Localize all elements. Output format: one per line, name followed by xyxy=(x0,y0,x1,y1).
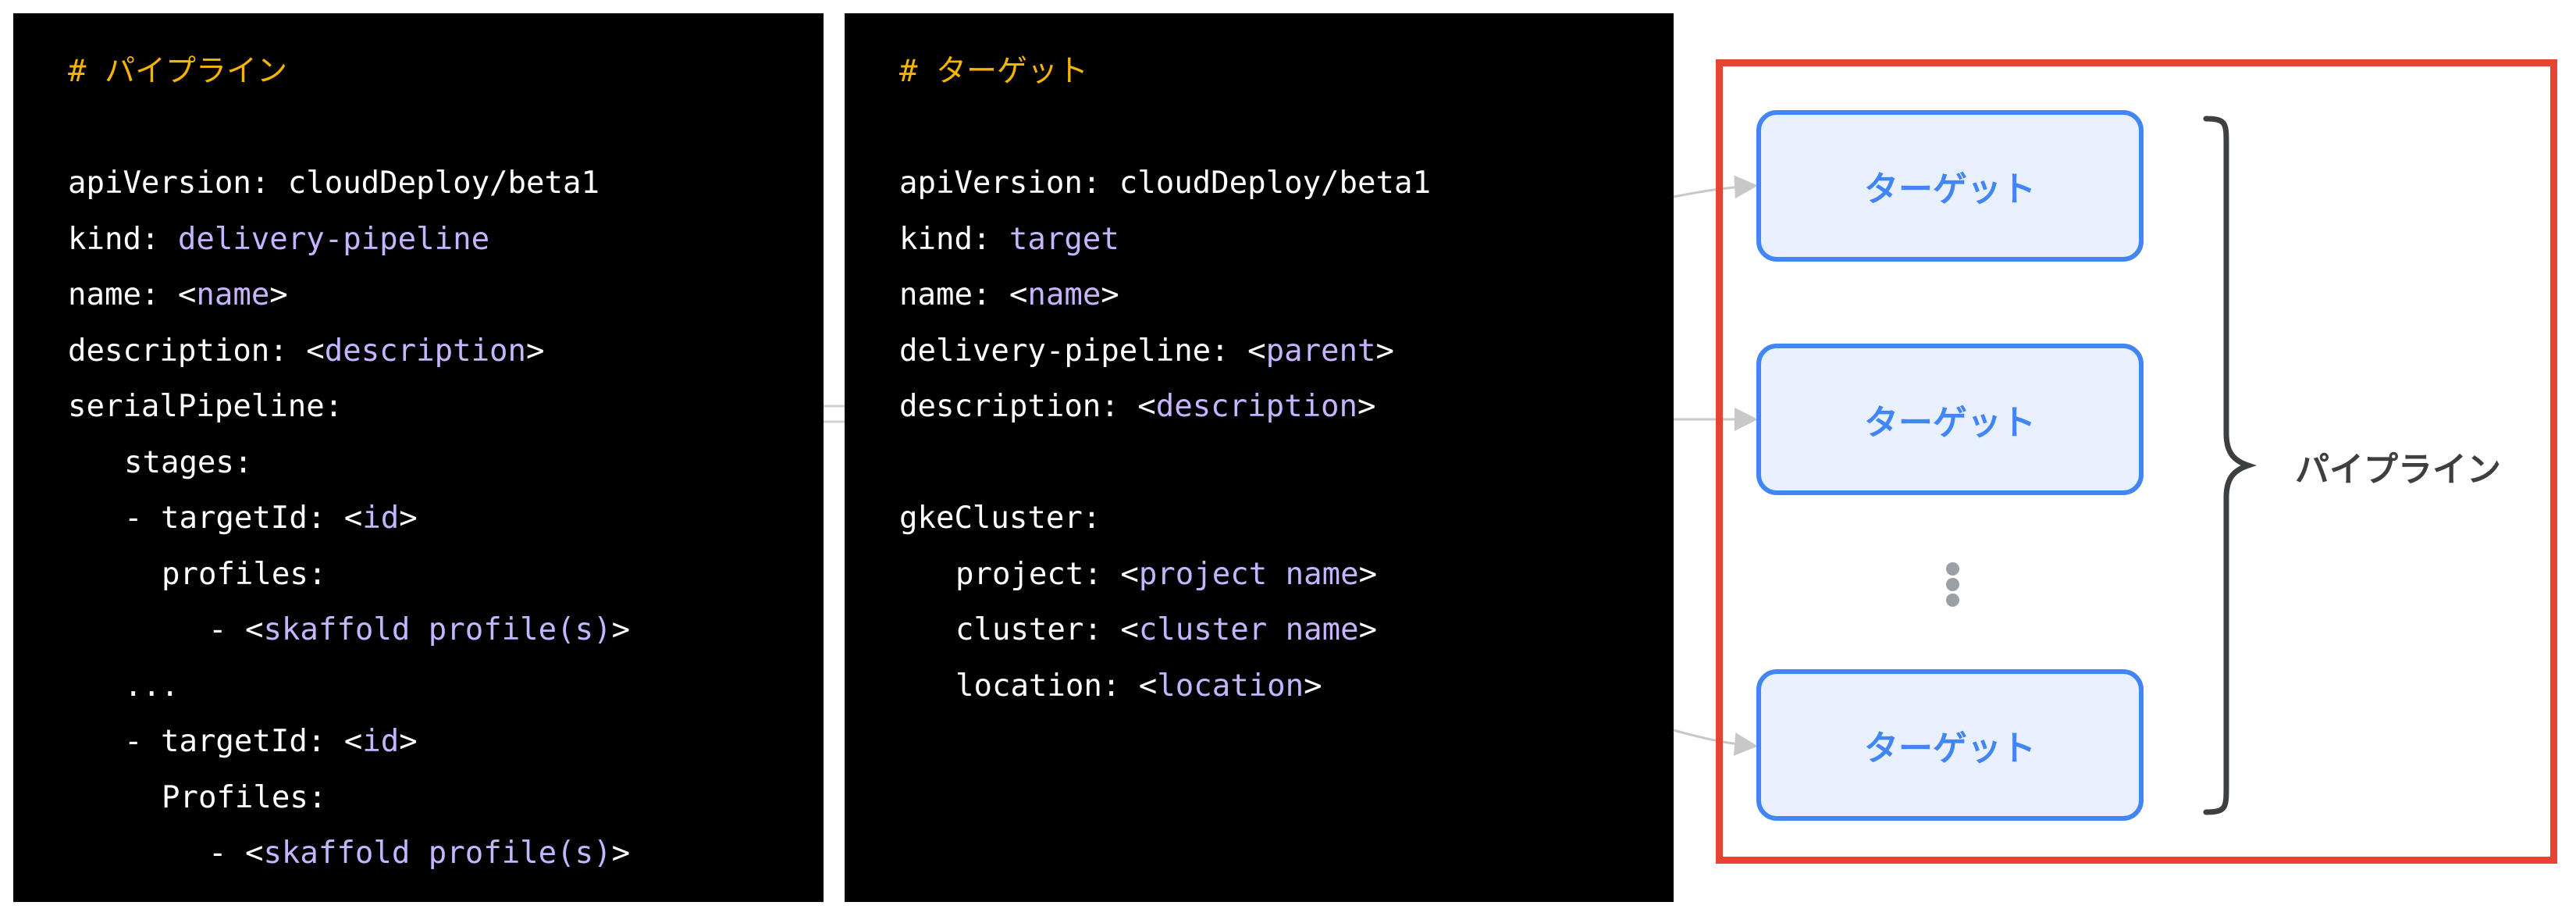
code-value: skaffold profile(s) xyxy=(263,612,612,647)
code-suffix: > xyxy=(1101,277,1119,312)
ellipsis-dot-icon xyxy=(1946,594,1959,607)
code-value: cloudDeploy/beta1 xyxy=(287,166,600,201)
target-comment: # ターゲット xyxy=(899,54,1088,89)
code-key: - targetId: < xyxy=(124,501,363,536)
code-suffix: > xyxy=(1304,668,1322,704)
code-line: stages: xyxy=(68,447,824,504)
code-value: name xyxy=(1027,277,1101,312)
ellipsis-dot-icon xyxy=(1946,578,1959,591)
code-key: - < xyxy=(208,612,264,647)
code-key: gkeCluster: xyxy=(899,501,1101,536)
code-key: serialPipeline: xyxy=(68,389,343,424)
pipeline-label: パイプライン xyxy=(2295,450,2501,490)
code-key: project: < xyxy=(955,556,1139,592)
code-value: cluster name xyxy=(1138,612,1359,647)
code-key: cluster: < xyxy=(955,612,1139,647)
code-value: id xyxy=(362,501,400,536)
code-line: gkeCluster: xyxy=(899,503,1674,559)
blank-line xyxy=(899,447,1674,504)
pipeline-code-panel: # パイプライン apiVersion: cloudDeploy/beta1 k… xyxy=(13,13,824,902)
code-line: serialPipeline: xyxy=(68,391,824,447)
code-key: stages: xyxy=(124,444,253,480)
code-line: project: <project name> xyxy=(899,559,1674,615)
code-suffix: > xyxy=(399,501,418,536)
code-key: profiles: xyxy=(162,556,327,592)
code-value: location xyxy=(1157,668,1304,704)
target-box: ターゲット xyxy=(1756,669,2144,821)
code-suffix: > xyxy=(269,277,288,312)
code-suffix: > xyxy=(1358,612,1378,647)
code-key: name: < xyxy=(68,277,197,312)
pipeline-comment: # パイプライン xyxy=(68,54,287,89)
code-line: apiVersion: cloudDeploy/beta1 xyxy=(899,168,1674,224)
code-key: kind: xyxy=(899,221,1009,257)
blank-line xyxy=(68,112,824,169)
pipeline-frame xyxy=(1716,59,2557,864)
code-value: id xyxy=(362,724,400,759)
code-line: name: <name> xyxy=(899,280,1674,336)
code-value: parent xyxy=(1265,333,1376,369)
code-line: description: <description> xyxy=(899,391,1674,447)
code-key: description: < xyxy=(68,333,325,369)
code-key: description: < xyxy=(899,389,1156,424)
code-line: apiVersion: cloudDeploy/beta1 xyxy=(68,168,824,224)
code-value: name xyxy=(196,277,270,312)
code-line: location: <location> xyxy=(899,671,1674,727)
target-box: ターゲット xyxy=(1756,344,2144,495)
code-line: delivery-pipeline: <parent> xyxy=(899,336,1674,392)
code-suffix: > xyxy=(1375,333,1394,369)
code-line: cluster: <cluster name> xyxy=(899,615,1674,671)
code-key: ... xyxy=(124,668,180,704)
code-line: kind: target xyxy=(899,224,1674,280)
code-line: name: <name> xyxy=(68,280,824,336)
code-line: - <skaffold profile(s)> xyxy=(68,838,824,894)
code-suffix: > xyxy=(1357,389,1376,424)
code-line: description: <description> xyxy=(68,336,824,392)
blank-line xyxy=(899,112,1674,169)
code-key: name: < xyxy=(899,277,1028,312)
target-code-panel: # ターゲット apiVersion: cloudDeploy/beta1 ki… xyxy=(845,13,1674,902)
code-line: - targetId: <id> xyxy=(68,503,824,559)
code-line: kind: delivery-pipeline xyxy=(68,224,824,280)
code-key: kind: xyxy=(68,221,178,257)
code-value: project name xyxy=(1138,556,1359,592)
ellipsis-dot-icon xyxy=(1946,562,1959,576)
code-value: cloudDeploy/beta1 xyxy=(1119,166,1431,201)
code-suffix: > xyxy=(611,836,631,871)
code-key: apiVersion: xyxy=(68,166,288,201)
code-key: - < xyxy=(208,836,264,871)
code-key: apiVersion: xyxy=(899,166,1119,201)
code-line: - <skaffold profile(s)> xyxy=(68,615,824,671)
code-line: - targetId: <id> xyxy=(68,726,824,782)
code-line: profiles: xyxy=(68,559,824,615)
code-value: target xyxy=(1009,221,1119,257)
code-key: Profiles: xyxy=(162,779,327,815)
code-suffix: > xyxy=(611,612,631,647)
code-key: location: < xyxy=(955,668,1158,704)
code-suffix: > xyxy=(526,333,545,369)
code-value: description xyxy=(1155,389,1358,424)
code-key: delivery-pipeline: < xyxy=(899,333,1266,369)
code-value: description xyxy=(324,333,527,369)
code-line: Profiles: xyxy=(68,782,824,839)
code-line: ... xyxy=(68,671,824,727)
code-key: - targetId: < xyxy=(124,724,363,759)
code-value: delivery-pipeline xyxy=(177,221,490,257)
code-suffix: > xyxy=(399,724,418,759)
code-suffix: > xyxy=(1358,556,1378,592)
code-value: skaffold profile(s) xyxy=(263,836,612,871)
target-box: ターゲット xyxy=(1756,110,2144,262)
